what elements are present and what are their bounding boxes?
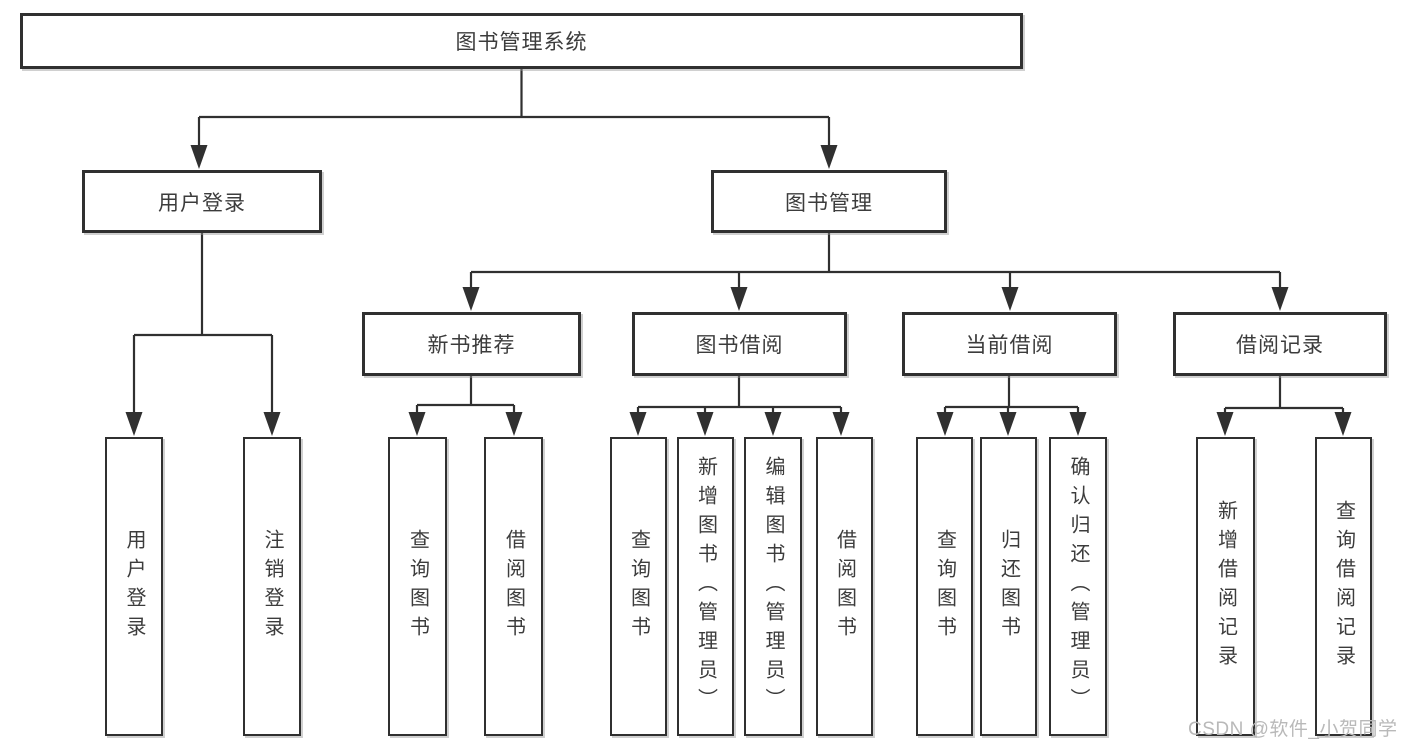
leaf-logout: 注销登录 bbox=[243, 437, 301, 736]
node-current-borrowing: 当前借阅 bbox=[902, 312, 1117, 376]
leaf-borrowing-query-books-label: 查询图书 bbox=[627, 528, 650, 645]
leaf-borrowing-borrow-books-label: 借阅图书 bbox=[833, 528, 856, 645]
leaf-newrec-borrow-books: 借阅图书 bbox=[484, 437, 543, 736]
leaf-borrowing-edit-books-admin-label: 编辑图书（管理员） bbox=[762, 456, 784, 717]
leaf-records-query-borrow-record: 查询借阅记录 bbox=[1315, 437, 1372, 736]
leaf-borrowing-add-books-admin: 新增图书（管理员） bbox=[677, 437, 734, 736]
leaf-logout-label: 注销登录 bbox=[261, 528, 283, 645]
node-user-login: 用户登录 bbox=[82, 170, 322, 233]
leaf-borrowing-query-books: 查询图书 bbox=[610, 437, 667, 736]
leaf-current-confirm-return-admin-label: 确认归还（管理员） bbox=[1067, 456, 1089, 717]
leaf-current-query-books: 查询图书 bbox=[916, 437, 973, 736]
node-new-book-recommendation: 新书推荐 bbox=[362, 312, 581, 376]
leaf-records-add-borrow-record: 新增借阅记录 bbox=[1196, 437, 1255, 736]
leaf-borrowing-add-books-admin-label: 新增图书（管理员） bbox=[694, 456, 717, 717]
csdn-watermark: CSDN @软件_小贺同学 bbox=[1188, 719, 1398, 740]
leaf-newrec-borrow-books-label: 借阅图书 bbox=[502, 528, 525, 645]
node-book-borrowing: 图书借阅 bbox=[632, 312, 847, 376]
node-borrowing-records: 借阅记录 bbox=[1173, 312, 1387, 376]
leaf-current-return-books-label: 归还图书 bbox=[997, 528, 1020, 645]
node-book-management: 图书管理 bbox=[711, 170, 947, 233]
leaf-current-confirm-return-admin: 确认归还（管理员） bbox=[1049, 437, 1107, 736]
leaf-current-return-books: 归还图书 bbox=[980, 437, 1037, 736]
node-library-management-system: 图书管理系统 bbox=[20, 13, 1023, 69]
leaf-user-login-label: 用户登录 bbox=[123, 528, 145, 645]
leaf-user-login: 用户登录 bbox=[105, 437, 163, 736]
leaf-borrowing-edit-books-admin: 编辑图书（管理员） bbox=[744, 437, 802, 736]
leaf-current-query-books-label: 查询图书 bbox=[933, 528, 956, 645]
leaf-records-query-borrow-record-label: 查询借阅记录 bbox=[1332, 499, 1355, 674]
leaf-borrowing-borrow-books: 借阅图书 bbox=[816, 437, 873, 736]
leaf-newrec-query-books: 查询图书 bbox=[388, 437, 447, 736]
leaf-newrec-query-books-label: 查询图书 bbox=[406, 528, 429, 645]
leaf-records-add-borrow-record-label: 新增借阅记录 bbox=[1214, 499, 1237, 674]
